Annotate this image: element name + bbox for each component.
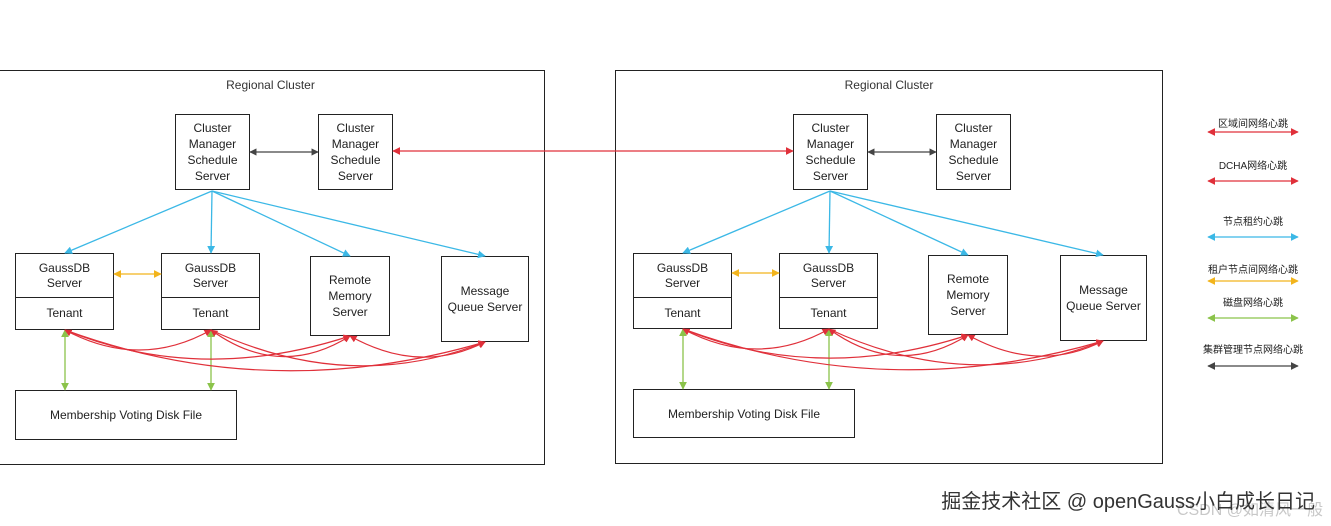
gaussdb-server-1: GaussDB Server Tenant <box>633 253 732 329</box>
message-queue-server: Message Queue Server <box>441 256 529 342</box>
legend-label-cluster-mgmt: 集群管理节点网络心跳 <box>1203 345 1303 356</box>
tenant-label: Tenant <box>192 306 229 320</box>
cluster-manager-server-1: Cluster Manager Schedule Server <box>793 114 868 190</box>
region-title: Regional Cluster <box>844 78 934 92</box>
remote-memory-server: Remote Memory Server <box>928 255 1008 335</box>
cluster-manager-server-2: Cluster Manager Schedule Server <box>936 114 1011 190</box>
gaussdb-server-2: GaussDB Server Tenant <box>161 253 260 330</box>
watermark: 掘金技术社区 @ openGauss小白成长日记 <box>941 491 1315 513</box>
tenant-label: Tenant <box>46 306 83 320</box>
gaussdb-server-label: GaussDB Server <box>780 254 877 298</box>
gaussdb-server-label: GaussDB Server <box>634 254 731 298</box>
region-title: Regional Cluster <box>226 78 315 92</box>
regional-cluster-right: Regional Cluster <box>615 70 1163 464</box>
membership-voting-disk-file: Membership Voting Disk File <box>15 390 237 440</box>
legend-label-disk: 磁盘网络心跳 <box>1223 298 1283 309</box>
remote-memory-server: Remote Memory Server <box>310 256 390 336</box>
tenant-label: Tenant <box>810 305 847 320</box>
regional-cluster-left: Regional Cluster <box>0 70 545 465</box>
membership-voting-disk-file: Membership Voting Disk File <box>633 389 855 438</box>
legend-label-lease: 节点租约心跳 <box>1223 217 1283 228</box>
gaussdb-server-label: GaussDB Server <box>16 254 113 298</box>
message-queue-server: Message Queue Server <box>1060 255 1147 341</box>
cluster-manager-server-1: Cluster Manager Schedule Server <box>175 114 250 190</box>
legend-label-dcha: DCHA网络心跳 <box>1218 161 1288 172</box>
gaussdb-server-2: GaussDB Server Tenant <box>779 253 878 329</box>
faint-watermark: CSDN @如清风一般 <box>1176 502 1323 519</box>
tenant-label: Tenant <box>664 305 701 320</box>
gaussdb-server-1: GaussDB Server Tenant <box>15 253 114 330</box>
cluster-manager-server-2: Cluster Manager Schedule Server <box>318 114 393 190</box>
legend-label-inter-region: 区域间网络心跳 <box>1218 119 1288 130</box>
gaussdb-server-label: GaussDB Server <box>162 254 259 298</box>
legend-label-tenant: 租户节点间网络心跳 <box>1208 265 1298 276</box>
